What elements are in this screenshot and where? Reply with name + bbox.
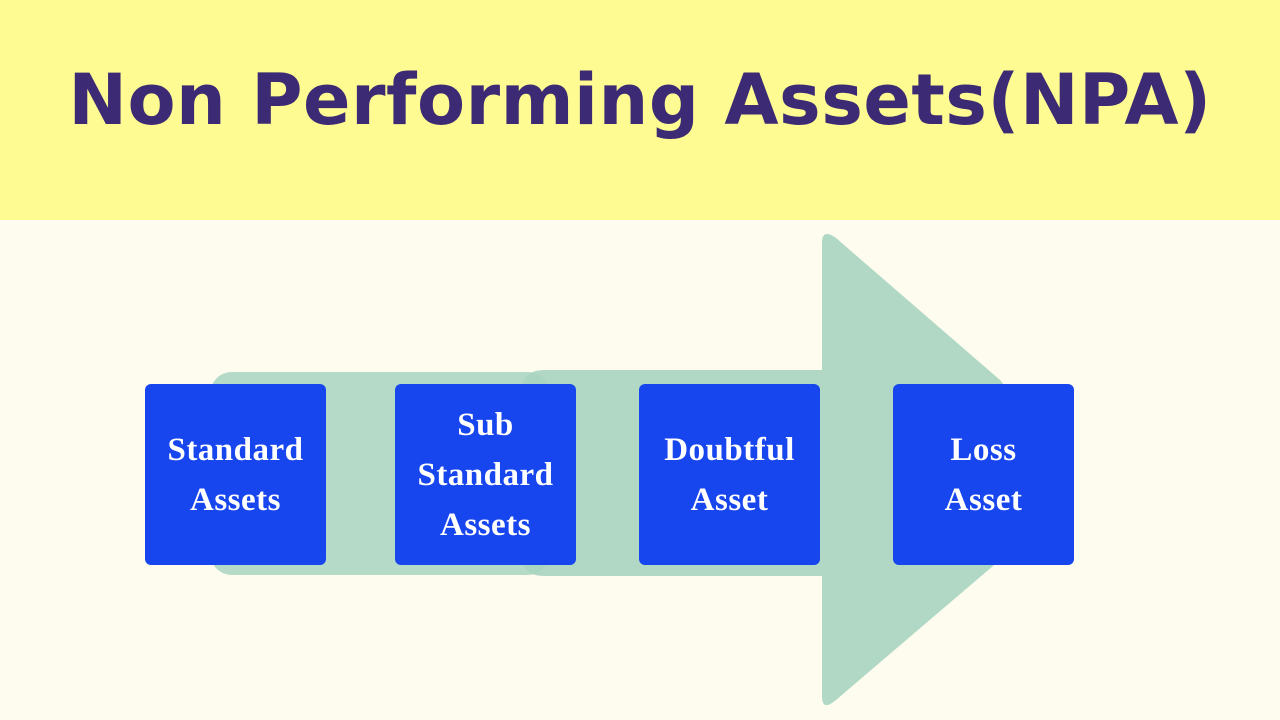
- page-title: Non Performing Assets(NPA): [68, 59, 1212, 141]
- stage-standard-assets: Standard Assets: [145, 384, 326, 565]
- stage-doubtful-asset: Doubtful Asset: [639, 384, 820, 565]
- stage-label: Sub Standard Assets: [417, 406, 554, 543]
- stage-sub-standard-assets: Sub Standard Assets: [395, 384, 576, 565]
- stage-label: Loss Asset: [944, 431, 1023, 518]
- stage-loss-asset: Loss Asset: [893, 384, 1074, 565]
- title-banner: Non Performing Assets(NPA): [0, 0, 1280, 220]
- stage-label: Standard Assets: [167, 431, 304, 518]
- stage-label: Doubtful Asset: [664, 431, 795, 518]
